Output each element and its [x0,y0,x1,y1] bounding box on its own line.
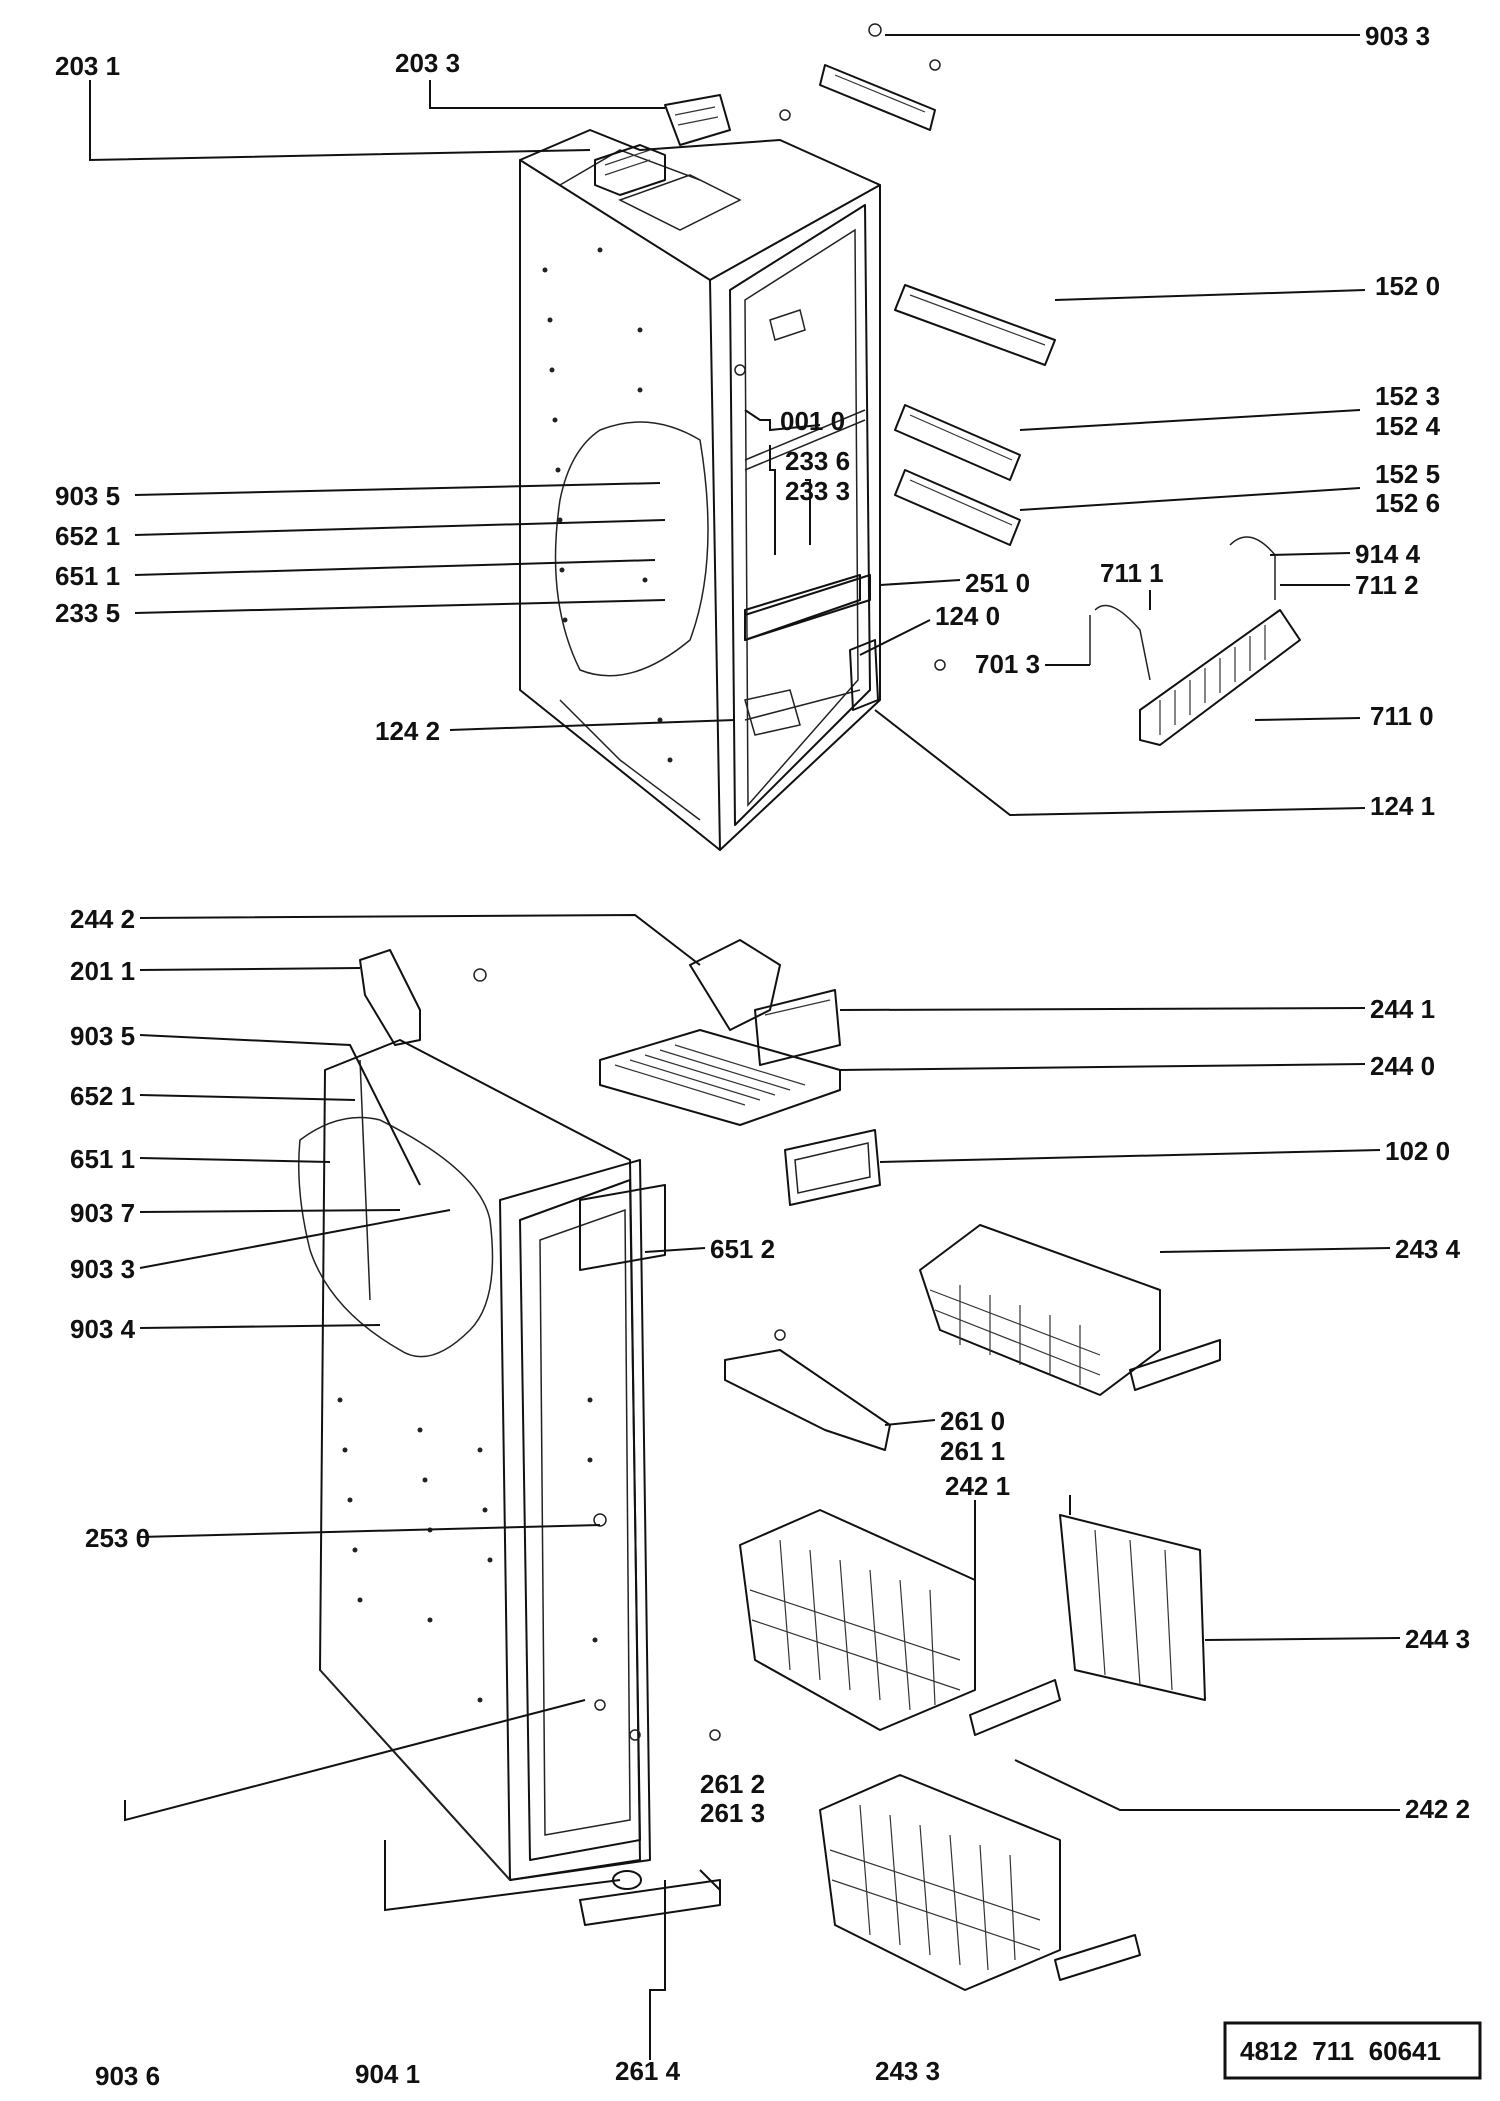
part-bracket-1240 [849,639,946,711]
part-shelf-support-2510 [744,574,871,641]
part-screw-top [779,23,941,121]
label-914-4: 914 4 [1355,539,1421,569]
label-102-0: 102 0 [1385,1136,1450,1166]
label-203-1: 203 1 [55,51,120,81]
label-233-3-upper: 233 3 [785,476,850,506]
label-243-4: 243 4 [1395,1234,1461,1264]
part-labels: 203 1 203 3 903 3 152 0 152 3 152 4 152 … [55,21,1470,2091]
label-233-6: 233 6 [785,446,850,476]
label-711-0: 711 0 [1370,701,1434,731]
label-903-3-top: 903 3 [1365,21,1430,51]
label-124-1: 124 1 [1370,791,1435,821]
part-bracket-0010 [734,309,806,376]
label-261-0: 261 0 [940,1406,1005,1436]
part-lamp-holder [664,94,731,146]
label-903-5-bottom: 903 5 [70,1021,135,1051]
part-door-shelf-1520 [894,284,1056,366]
part-screws-lower [593,1513,721,1741]
label-244-0: 244 0 [1370,1051,1435,1081]
part-shelf-frame-2440 [599,939,841,1126]
part-divider-2443 [1059,1514,1206,1701]
label-253-0: 253 0 [85,1523,150,1553]
cabinet-holes-upper [542,247,673,763]
part-thermostat-housing [594,144,666,196]
label-903-6: 903 6 [95,2061,160,2091]
upper-cabinet [519,129,881,851]
part-door-shelf-1525 [894,469,1021,546]
part-flap-2441 [754,989,841,1066]
part-basket-2433 [819,1774,1141,1991]
document-number: 4812 711 60641 [1240,2036,1441,2066]
label-711-1: 711 1 [1100,558,1164,588]
label-261-1: 261 1 [940,1436,1005,1466]
label-903-5-top: 903 5 [55,481,120,511]
label-651-1-top: 651 1 [55,561,120,591]
label-242-2: 242 2 [1405,1794,1470,1824]
label-251-0: 251 0 [965,568,1030,598]
label-244-1: 244 1 [1370,994,1435,1024]
label-701-3: 701 3 [975,649,1040,679]
label-261-2: 261 2 [700,1769,765,1799]
label-903-3-bottom: 903 3 [70,1254,135,1284]
label-201-1: 201 1 [70,956,135,986]
cabinet-holes-lower [337,1397,598,1703]
part-rail-2422 [969,1679,1061,1736]
label-243-3: 243 3 [875,2056,940,2086]
label-124-0: 124 0 [935,601,1000,631]
label-152-5: 152 5 [1375,459,1440,489]
label-244-2: 244 2 [70,904,135,934]
lower-cabinet [298,1039,721,1926]
label-233-5: 233 5 [55,598,120,628]
label-651-1-bottom: 651 1 [70,1144,135,1174]
label-152-0: 152 0 [1375,271,1440,301]
part-door-shelf-1523 [894,404,1021,481]
part-hinge-2011 [359,949,487,1046]
label-152-6: 152 6 [1375,488,1440,518]
label-244-3: 244 3 [1405,1624,1470,1654]
part-panel-1020 [784,1129,881,1206]
label-203-3: 203 3 [395,48,460,78]
label-652-1-top: 652 1 [55,521,120,551]
label-152-3: 152 3 [1375,381,1440,411]
part-top-rail [819,64,936,131]
label-904-1: 904 1 [355,2059,420,2089]
document-number-box: 4812 711 60641 [1223,2021,1482,2080]
part-basket-2434 [919,1224,1221,1396]
label-651-2: 651 2 [710,1234,775,1264]
label-261-3: 261 3 [700,1798,765,1828]
label-152-4: 152 4 [1375,411,1441,441]
part-rail-2610 [724,1329,891,1451]
leader-lines [89,34,1401,2060]
part-drip-tray-1242 [744,689,801,736]
label-124-2: 124 2 [375,716,440,746]
label-903-7: 903 7 [70,1198,135,1228]
label-242-1: 242 1 [945,1471,1010,1501]
label-261-4: 261 4 [615,2056,681,2086]
label-903-4: 903 4 [70,1314,136,1344]
label-711-2: 711 2 [1355,570,1419,600]
label-001-0: 001 0 [780,406,845,436]
label-652-1-bottom: 652 1 [70,1081,135,1111]
part-basket-2421 [739,1509,976,1731]
